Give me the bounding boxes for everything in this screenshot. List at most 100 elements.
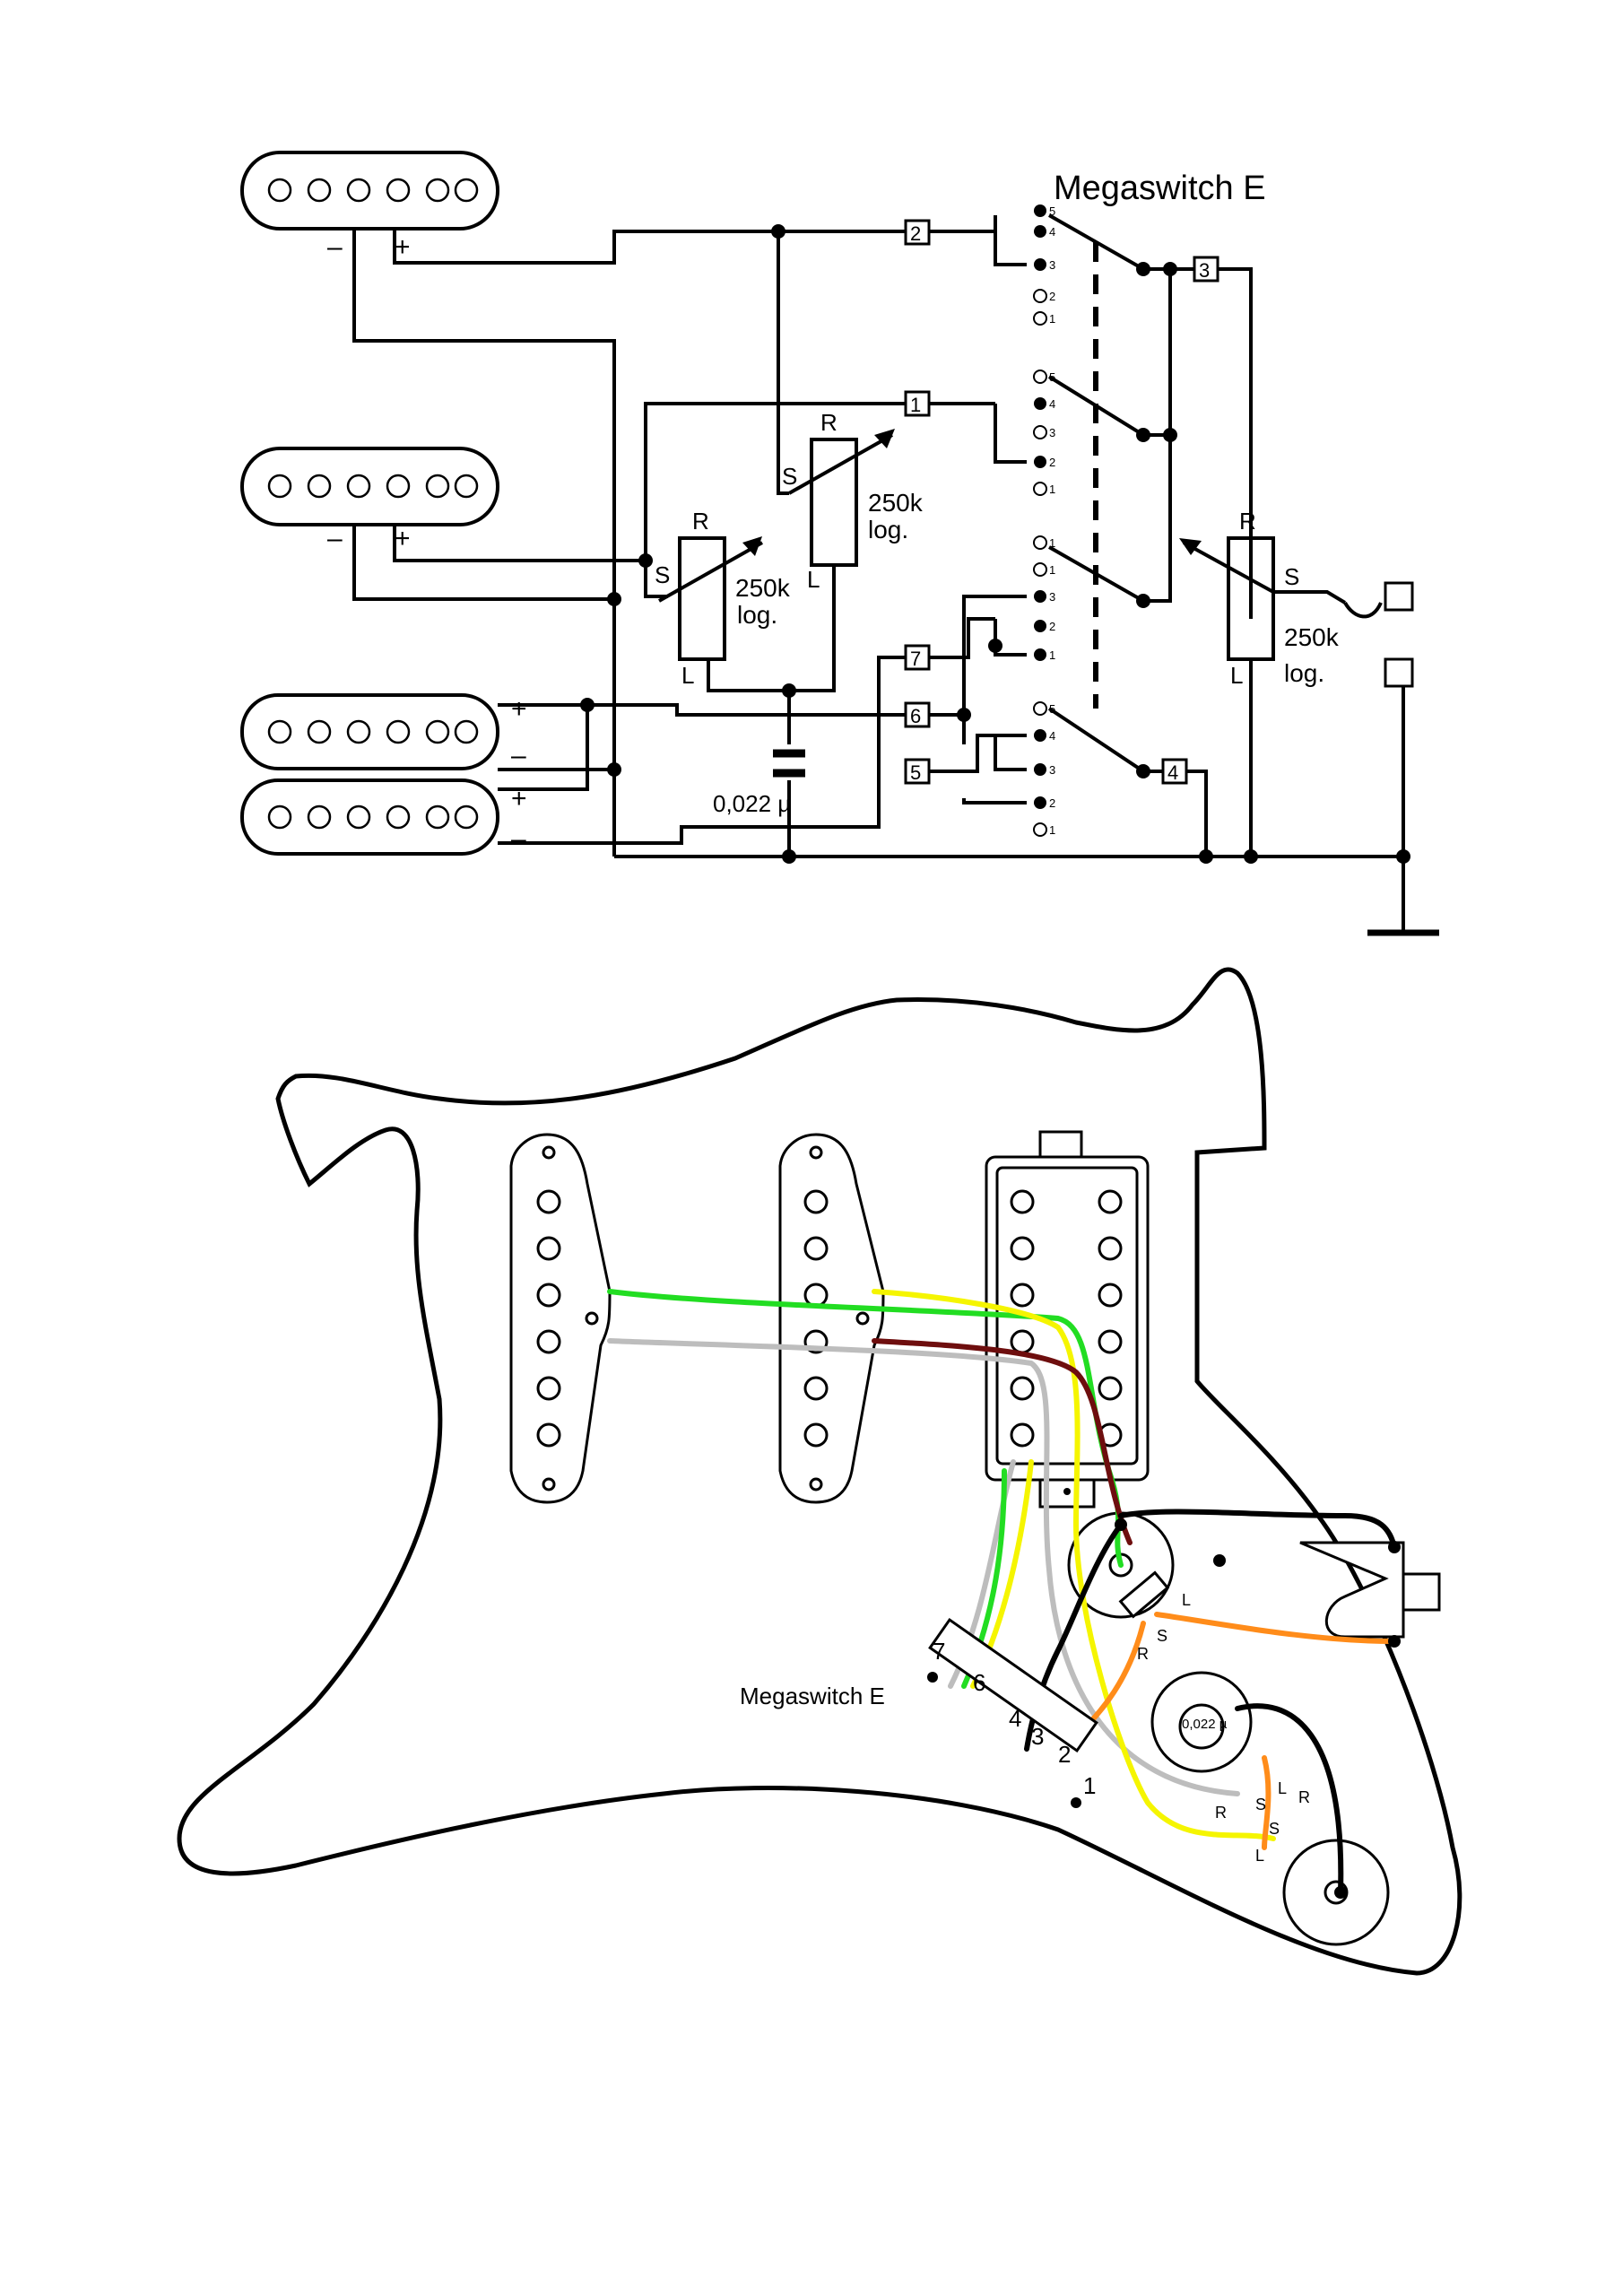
svg-text:2: 2 (1058, 1741, 1071, 1768)
pickguard-layout: 0,022 µ Megaswitch E (177, 967, 1462, 1976)
svg-text:L: L (1230, 662, 1243, 689)
output-jack-symbol (1343, 581, 1414, 688)
humbucker-bottom-minus: – (511, 824, 526, 854)
svg-text:1: 1 (1049, 536, 1055, 550)
svg-text:4: 4 (1009, 1705, 1021, 1732)
svg-text:S: S (1157, 1627, 1167, 1645)
svg-text:4: 4 (1167, 761, 1178, 784)
svg-text:log.: log. (868, 516, 908, 544)
svg-text:1: 1 (1049, 648, 1055, 662)
terminal-6: 6 (904, 701, 931, 728)
pickup-middle-minus: – (327, 524, 343, 553)
svg-text:2: 2 (1049, 290, 1055, 303)
svg-text:6: 6 (973, 1669, 985, 1696)
solder-joints (1115, 1518, 1401, 1899)
humbucker-top-plus: + (511, 694, 527, 724)
pickup-neck-symbol (240, 151, 499, 230)
pickup-middle-symbol (240, 447, 499, 526)
megaswitch-label: Megaswitch E (740, 1683, 885, 1709)
output-jack (1299, 1541, 1441, 1639)
svg-text:L: L (1182, 1591, 1191, 1609)
svg-text:3: 3 (1049, 763, 1055, 777)
switch-title: Megaswitch E (1054, 170, 1266, 207)
svg-text:2: 2 (1049, 620, 1055, 633)
capacitor-symbol (773, 749, 805, 778)
svg-text:3: 3 (1199, 259, 1210, 282)
orange-tone-wire (1262, 1755, 1271, 1850)
svg-text:7: 7 (933, 1638, 945, 1665)
bridge-humbucker (985, 1130, 1150, 1509)
svg-text:L: L (681, 662, 694, 689)
schematic-wires (352, 213, 1439, 936)
svg-text:5: 5 (1049, 370, 1055, 384)
yellow-wire (872, 1289, 1276, 1841)
black-tone-wire (1235, 1703, 1344, 1895)
svg-text:S: S (1255, 1796, 1266, 1813)
svg-text:2: 2 (1049, 796, 1055, 810)
svg-text:1: 1 (1049, 563, 1055, 577)
schematic: – + – + + – + – (240, 151, 1439, 936)
svg-text:5: 5 (1049, 702, 1055, 716)
svg-text:0,022 µ: 0,022 µ (1182, 1717, 1228, 1732)
pot-volume: R S L 250k log. (1179, 508, 1340, 689)
humbucker-coil-top-symbol (240, 693, 499, 770)
svg-text:2: 2 (1049, 456, 1055, 469)
svg-text:1: 1 (1049, 823, 1055, 837)
terminal-4: 4 (1161, 758, 1188, 785)
middle-pickup (778, 1133, 885, 1504)
svg-text:3: 3 (1049, 258, 1055, 272)
terminal-7: 7 (904, 644, 931, 671)
svg-text:R: R (1215, 1804, 1227, 1822)
terminal-1: 1 (904, 390, 931, 417)
svg-text:5: 5 (910, 761, 921, 784)
humbucker-bottom-plus: + (511, 784, 527, 813)
svg-text:R: R (1239, 508, 1256, 535)
svg-text:log.: log. (737, 601, 777, 629)
svg-text:R: R (1298, 1788, 1310, 1806)
pot-lug-labels: L S R L S R R S L (1137, 1591, 1310, 1865)
svg-text:2: 2 (910, 222, 921, 245)
svg-text:L: L (807, 566, 820, 593)
switch-lug-numbers: 7 6 4 3 2 1 (933, 1638, 1096, 1799)
terminal-2: 2 (904, 219, 931, 246)
pickup-neck-poles (267, 178, 479, 203)
pickup-neck-plus: + (395, 232, 411, 262)
orange-jack-wire (1154, 1612, 1397, 1644)
terminal-3: 3 (1193, 256, 1219, 283)
gray-wire (607, 1338, 1240, 1796)
svg-text:250k: 250k (1284, 623, 1340, 651)
svg-text:R: R (1137, 1645, 1149, 1663)
switch-contact-numbers: 5 4 3 2 1 5 4 3 2 1 1 1 3 2 1 5 4 3 2 1 (1049, 204, 1055, 837)
svg-text:4: 4 (1049, 397, 1055, 411)
svg-text:1: 1 (1049, 483, 1055, 496)
svg-text:S: S (782, 463, 797, 490)
svg-text:R: R (692, 508, 709, 535)
switch-contacts (1033, 204, 1047, 837)
svg-text:3: 3 (1049, 426, 1055, 439)
wires (607, 1289, 1397, 1895)
terminal-5: 5 (904, 758, 931, 785)
brown-wire (872, 1338, 1133, 1545)
terminal-boxes: 2 1 3 7 6 5 4 (904, 219, 1219, 785)
pickup-middle-plus: + (395, 524, 411, 553)
svg-text:7: 7 (910, 648, 921, 670)
pot-tone-2: R S L 250k log. (782, 409, 924, 593)
svg-text:3: 3 (1049, 590, 1055, 604)
megaswitch (927, 1617, 1098, 1808)
wiring-capacitor: 0,022 µ (1178, 1703, 1228, 1750)
svg-text:R: R (820, 409, 838, 436)
pickup-neck-minus: – (327, 232, 343, 262)
svg-text:6: 6 (910, 705, 921, 727)
svg-text:1: 1 (1083, 1772, 1096, 1799)
svg-text:1: 1 (1049, 312, 1055, 326)
capacitor-label: 0,022 µ (713, 790, 791, 817)
svg-text:S: S (655, 561, 670, 588)
svg-text:250k: 250k (735, 574, 791, 602)
svg-text:4: 4 (1049, 225, 1055, 239)
neck-pickup (509, 1133, 612, 1504)
svg-text:log.: log. (1284, 659, 1324, 687)
svg-text:4: 4 (1049, 729, 1055, 743)
svg-text:L: L (1278, 1779, 1287, 1797)
svg-text:S: S (1284, 563, 1299, 590)
